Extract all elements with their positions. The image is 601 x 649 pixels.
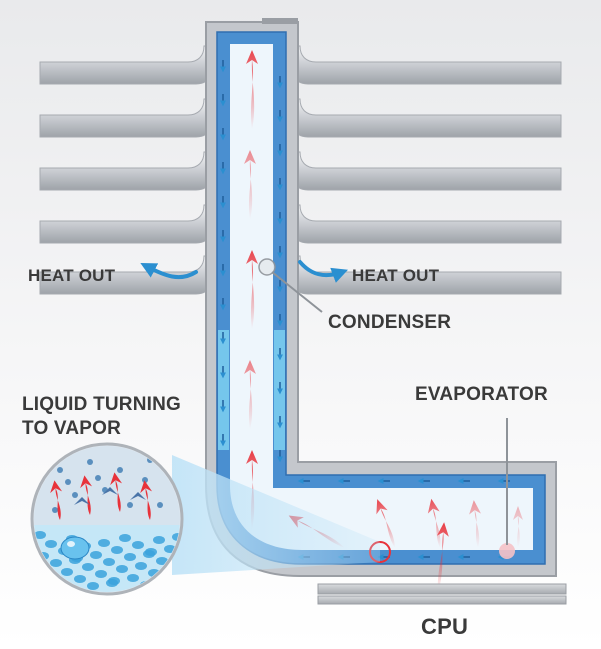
- heat-out-right-label: HEAT OUT: [352, 266, 440, 285]
- magnify-beam: [172, 455, 380, 575]
- magnified-view: [30, 442, 184, 596]
- pipe-cap: [262, 18, 298, 24]
- condenser-label: CONDENSER: [328, 312, 452, 333]
- evaporator-marker: [499, 543, 515, 559]
- cpu-plate-bottom: [317, 595, 567, 605]
- evaporator-label: EVAPORATOR: [415, 384, 548, 405]
- vapor-arrow: [244, 150, 256, 220]
- cpu-label: CPU: [421, 614, 469, 639]
- vapor-arrow: [513, 506, 523, 548]
- condenser-marker: [258, 258, 276, 276]
- vapor-arrow: [246, 50, 258, 130]
- cpu-plate-top: [317, 583, 567, 595]
- vapor-arrow: [436, 522, 449, 592]
- liquid-turning-label-line1: LIQUID TURNING: [22, 394, 182, 415]
- liquid-glow-left: [218, 330, 229, 450]
- vapor-arrow: [376, 499, 395, 548]
- heat-out-left-arrow: [140, 263, 198, 280]
- condenser-pointer: [271, 271, 323, 313]
- liquid-turning-label-line2: TO VAPOR: [22, 418, 122, 439]
- vapor-arrow: [246, 250, 258, 330]
- vapor-arrow: [427, 498, 441, 548]
- liquid-return-arrows: [220, 60, 510, 560]
- heat-out-right-arrow: [298, 260, 348, 283]
- heat-out-left-label: HEAT OUT: [28, 266, 116, 285]
- vapor-arrow: [244, 360, 256, 430]
- vapor-arrow: [469, 500, 482, 548]
